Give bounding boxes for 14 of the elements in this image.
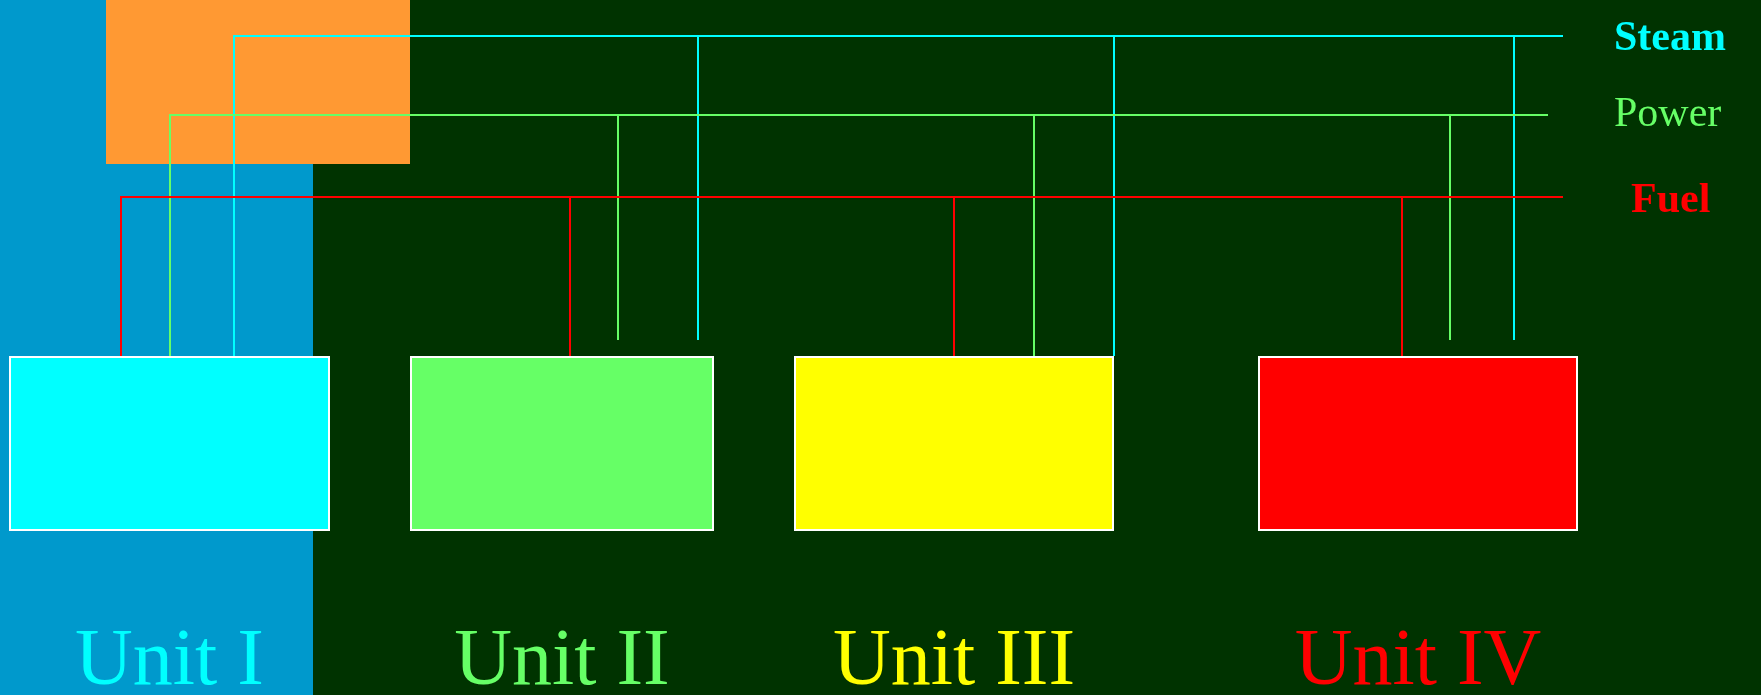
unit-box [794,356,1114,531]
unit-label: Unit III [831,617,1077,695]
unit-label: Unit I [74,617,265,695]
supply-line [1513,35,1564,341]
supply-line [1401,196,1564,357]
unit-label: Unit IV [1293,617,1543,695]
unit-box [9,356,330,531]
bus-label: Fuel [1563,170,1728,226]
unit-box [1258,356,1578,531]
bus-label: Steam [1563,8,1743,64]
bus-label: Power [1548,84,1751,140]
supply-line [1449,114,1549,341]
unit-box [410,356,714,531]
unit-label: Unit II [453,617,671,695]
